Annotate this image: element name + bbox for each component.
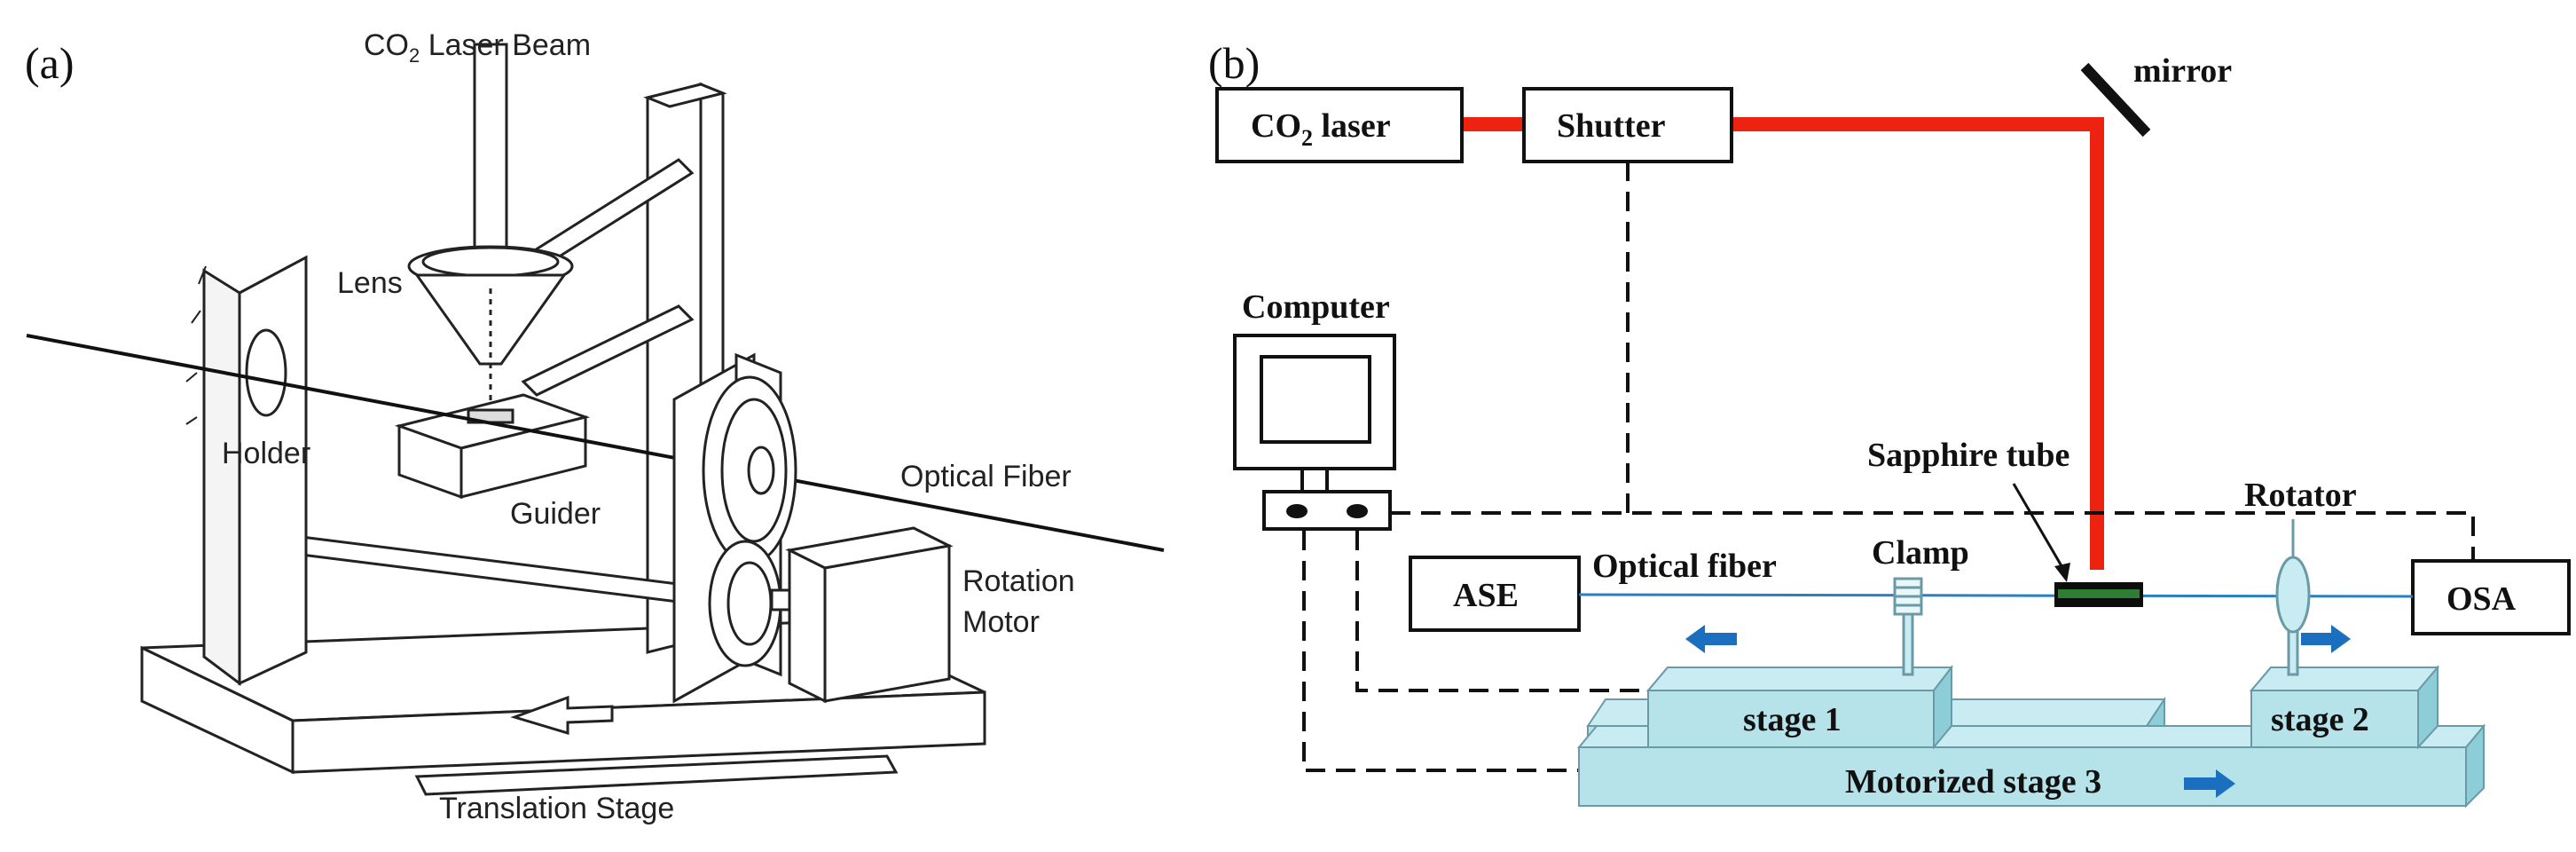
osa-box [2411,559,2571,635]
optical-fiber-label-b: Optical fiber [1592,548,1777,585]
sapphire-tube-label: Sapphire tube [1867,437,2069,474]
ase-box [1409,556,1581,632]
stage-1-front [1645,665,1954,750]
mirror-icon [2080,62,2151,138]
stage-3-arrow-icon [2184,769,2235,798]
stage-2-label: stage 2 [2271,701,2369,738]
ase-label: ASE [1453,577,1519,614]
optical-fiber-line [26,334,1165,552]
stage-2-front [2249,665,2440,750]
sapphire-tube-pointer [2012,483,2069,576]
co2-laser-label: CO2 laser [1251,107,1391,151]
panel-b: (b) mirror CO2 laser Shutter Computer [1208,38,2571,809]
clamp [1893,577,1923,676]
osa-label: OSA [2446,580,2517,618]
left-clamp-teeth [185,265,207,425]
rotator-label: Rotator [2244,477,2357,514]
stage-3-label: Motorized stage 3 [1845,763,2101,801]
rotator [2275,519,2311,676]
sapphire-tube-pointer-head [2054,563,2070,582]
rotation-motor-label-line1: Rotation [962,564,1075,598]
rotation-motor-label-line2: Motor [962,605,1040,639]
stage-2-arrow-icon [2301,625,2351,653]
lens [407,245,574,417]
lens-label: Lens [337,266,403,300]
rotation-wheels [702,375,827,667]
holder-label: Holder [222,437,310,470]
panel-a-label: (a) [25,38,75,88]
computer-icon [1233,334,1396,531]
sapphire-tube [2054,582,2143,607]
mirror-label: mirror [2133,52,2232,90]
shutter-label: Shutter [1557,107,1666,145]
panel-b-label: (b) [1208,38,1260,88]
shutter-box [1522,87,1733,163]
stage-1-label: stage 1 [1743,701,1842,738]
clamp-label: Clamp [1872,534,1969,572]
laser-beam [473,43,508,259]
computer-label: Computer [1242,288,1390,326]
optical-fiber-label: Optical Fiber [900,460,1072,493]
guider-label: Guider [510,497,601,531]
control-lines [1302,162,2475,772]
laser-path [1462,117,2104,570]
panel-a: (a) [25,28,1165,825]
co2-laser-box [1215,87,1464,163]
left-holder-plate [202,255,308,686]
optical-fiber-line-b [1578,593,2414,598]
stage-arrow-icon [510,695,614,736]
laser-beam-label: CO2 Laser Beam [364,28,591,67]
stage-1-arrow-icon [1685,625,1737,653]
rotation-motor-box [785,526,954,704]
translation-stage-label: Translation Stage [439,792,674,825]
